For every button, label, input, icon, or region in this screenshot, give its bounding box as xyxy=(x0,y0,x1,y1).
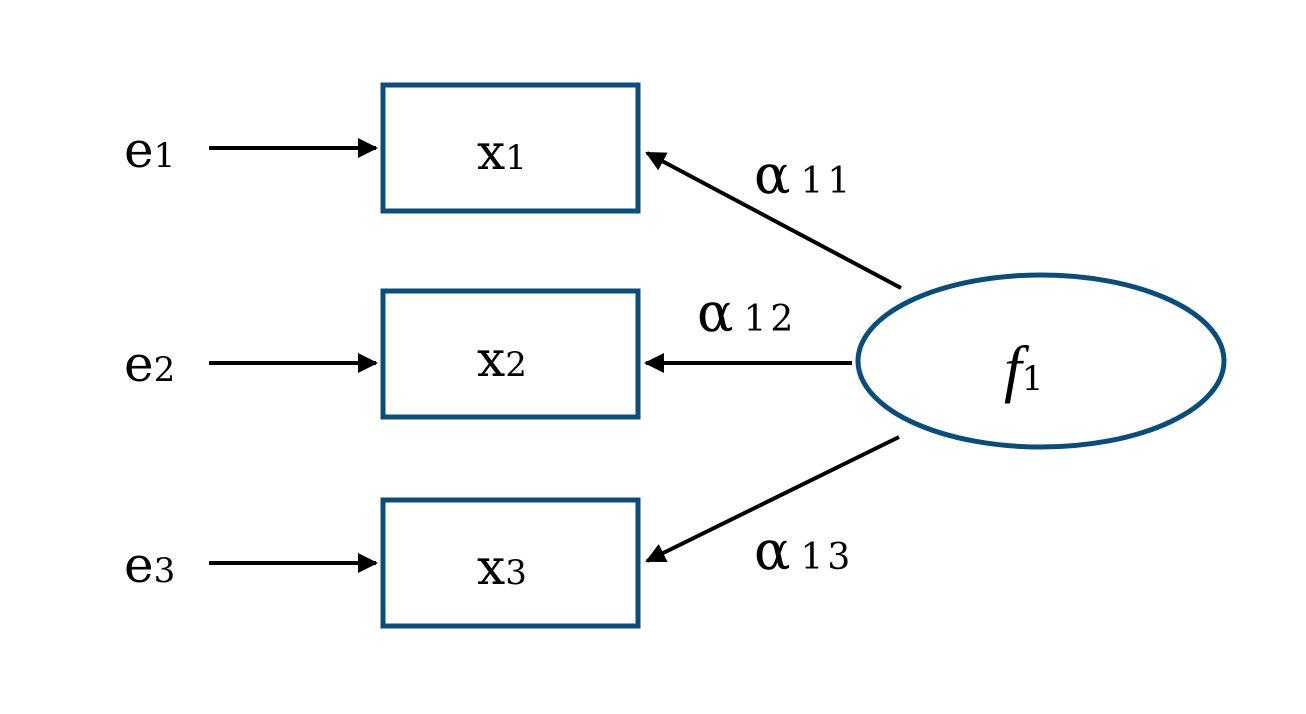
arrow-f1-to-x3 xyxy=(645,435,900,563)
factor-ellipse-f1 xyxy=(855,272,1227,450)
error-label-e1: e1 xyxy=(124,121,175,179)
observed-box-x1 xyxy=(380,82,641,214)
arrow-f1-to-x1 xyxy=(645,151,902,290)
observed-label-x2: x2 xyxy=(477,330,527,388)
observed-box-x3 xyxy=(380,497,641,629)
observed-label-x1: x1 xyxy=(477,123,527,181)
observed-label-x3: x3 xyxy=(477,538,527,596)
observed-box-x2 xyxy=(380,288,641,420)
error-label-e3: e3 xyxy=(124,536,175,594)
factor-label-f1: f1 xyxy=(1004,333,1043,404)
error-label-e2: e2 xyxy=(124,335,175,393)
